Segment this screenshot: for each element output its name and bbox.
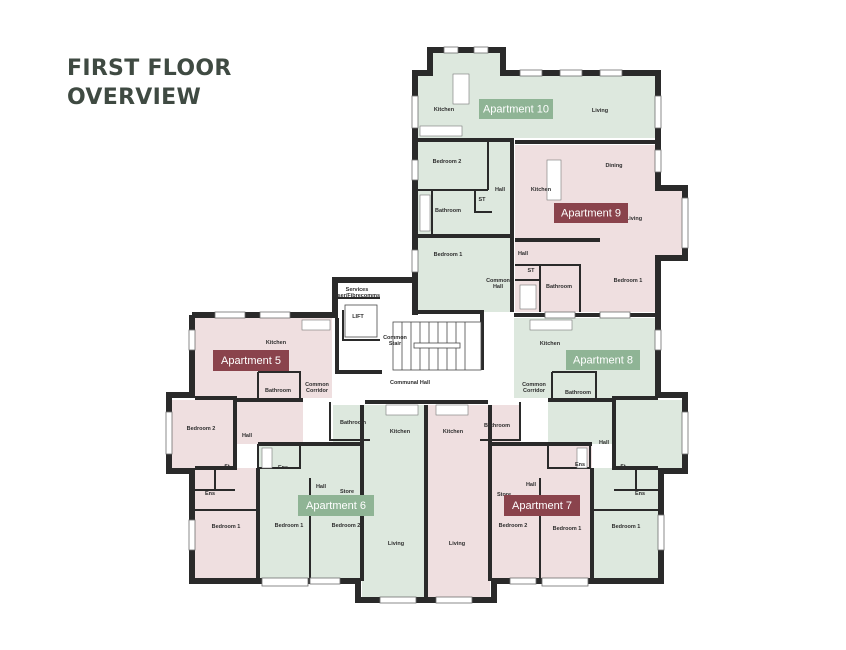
- apartment-badge-apt6: Apartment 6: [298, 495, 374, 516]
- room-label-a8-hall: Hall: [599, 440, 610, 446]
- lift-graphic: [344, 304, 378, 338]
- room-label-a10-bathroom: Bathroom: [435, 208, 461, 214]
- room-label-a9-living: Living: [626, 216, 642, 222]
- room-label-lift: LIFT: [352, 314, 364, 320]
- room-label-a5-hall: Hall: [242, 433, 253, 439]
- room-label-a5-st: St: [224, 464, 230, 470]
- room-label-a6-bedroom2: Bedroom 2: [332, 523, 361, 529]
- room-label-a6-hall: Hall: [316, 484, 327, 490]
- apartment-badge-label: Apartment 7: [512, 500, 572, 512]
- room-label-a7-bedroom1: Bedroom 1: [553, 526, 582, 532]
- room-label-a9-st: ST: [527, 268, 535, 274]
- apartment-badge-label: Apartment 10: [483, 104, 549, 116]
- room-label-a7-bedroom2: Bedroom 2: [499, 523, 528, 529]
- windows: [165, 46, 689, 604]
- apartment-badge-label: Apartment 6: [306, 500, 366, 512]
- apartment-badge-bg: [566, 350, 640, 370]
- room-label-a6-store: Store: [340, 489, 354, 495]
- room-label-a8-ens: Ens: [635, 491, 645, 497]
- room-label-a6-living: Living: [388, 541, 404, 547]
- room-label-a10-bedroom2: Bedroom 2: [433, 159, 462, 165]
- room-label-a5-bathroom: Bathroom: [265, 388, 291, 394]
- room-label-a10-living: Living: [592, 108, 608, 114]
- page-title: FIRST FLOOR OVERVIEW: [67, 54, 232, 112]
- room-label-a9-kitchen: Kitchen: [531, 187, 552, 193]
- apartment-badge-bg: [504, 495, 580, 516]
- room-label-a6-kitchen: Kitchen: [390, 429, 411, 435]
- apartment-badge-label: Apartment 5: [221, 355, 281, 367]
- room-label-a8-bedroom1: Bedroom 1: [612, 524, 641, 530]
- room-label-a7-kitchen: Kitchen: [443, 429, 464, 435]
- room-label-a7-bathroom: Bathroom: [484, 423, 510, 429]
- apartment-badge-apt8: Apartment 8: [566, 350, 640, 370]
- room-label-a10-bedroom1: Bedroom 1: [434, 252, 463, 258]
- apartment-badges: Apartment 10 Apartment 9 Apartment 5 Apartm…: [213, 99, 640, 516]
- apartment-badge-apt7: Apartment 7: [504, 495, 580, 516]
- apartment-10-area: [418, 52, 655, 312]
- room-label-a5-ens: Ens: [205, 491, 215, 497]
- apartment-badge-bg: [479, 99, 553, 119]
- apartment-badge-apt9: Apartment 9: [554, 203, 628, 223]
- room-label-a10-st: ST: [478, 197, 486, 203]
- room-label-a5-bedroom2: Bedroom 2: [187, 426, 216, 432]
- apartment-badge-apt10: Apartment 10: [479, 99, 553, 119]
- room-label-a6-bathroom: Bathroom: [340, 420, 366, 426]
- title-line-1: FIRST FLOOR: [67, 56, 232, 81]
- apartment-badge-apt5: Apartment 5: [213, 350, 289, 371]
- room-label-a7-hall: Hall: [526, 482, 537, 488]
- room-label-communal-hall: Communal Hall: [390, 380, 431, 386]
- room-label-a9-hall: Hall: [518, 251, 529, 257]
- apartment-5-area: [172, 318, 332, 578]
- apartment-badge-bg: [213, 350, 289, 371]
- fixtures: [261, 73, 588, 469]
- room-label-a9-bedroom1: Bedroom 1: [614, 278, 643, 284]
- room-label-a6-ens: Ens: [278, 465, 288, 471]
- title-line-2: OVERVIEW: [67, 85, 202, 110]
- room-label-a8-kitchen: Kitchen: [540, 341, 561, 347]
- room-label-a5-kitchen: Kitchen: [266, 340, 287, 346]
- room-label-a8-st: St: [620, 464, 626, 470]
- room-label-a9-bathroom: Bathroom: [546, 284, 572, 290]
- apartment-badge-label: Apartment 9: [561, 208, 621, 220]
- room-label-a10-kitchen: Kitchen: [434, 107, 455, 113]
- common-stair-graphic: [392, 321, 482, 371]
- apartment-badge-bg: [554, 203, 628, 223]
- room-label-a6-bedroom1: Bedroom 1: [275, 523, 304, 529]
- room-label-a8-bathroom: Bathroom: [565, 390, 591, 396]
- room-label-a5-bedroom1: Bedroom 1: [212, 524, 241, 530]
- room-label-a9-dining: Dining: [605, 163, 622, 169]
- room-label-a10-hall: Hall: [495, 187, 506, 193]
- apartment-badge-bg: [298, 495, 374, 516]
- room-label-a7-living: Living: [449, 541, 465, 547]
- apartment-badge-label: Apartment 8: [573, 355, 633, 367]
- room-label-a7-ens: Ens: [575, 462, 585, 468]
